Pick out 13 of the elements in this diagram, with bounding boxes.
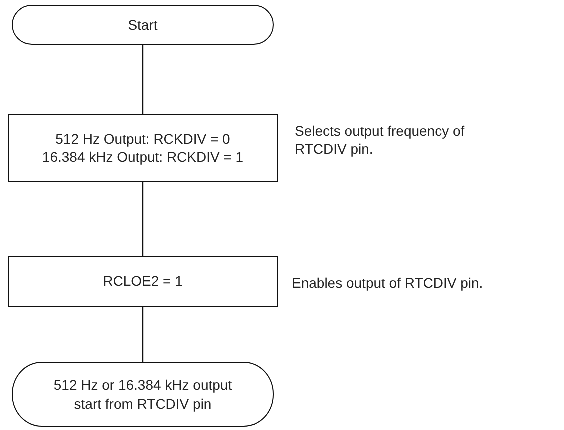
annotation-text: Selects output frequency of RTCDIV pin. xyxy=(295,122,466,158)
node-text: Start xyxy=(128,16,158,34)
node-text: 16.384 kHz Output: RCKDIV = 1 xyxy=(42,148,244,166)
connector-line xyxy=(142,182,144,256)
node-text: 512 Hz Output: RCKDIV = 0 xyxy=(56,130,230,148)
connector-line xyxy=(142,45,144,114)
node-text: RCLOE2 = 1 xyxy=(103,272,183,291)
annotation-text: Enables output of RTCDIV pin. xyxy=(292,274,484,292)
node-text: 512 Hz or 16.384 kHz output start from RTCDIV pin xyxy=(52,376,234,413)
process-box xyxy=(8,114,278,182)
terminal-shape xyxy=(12,5,274,45)
connector-line xyxy=(142,307,144,362)
process-box xyxy=(8,256,278,307)
